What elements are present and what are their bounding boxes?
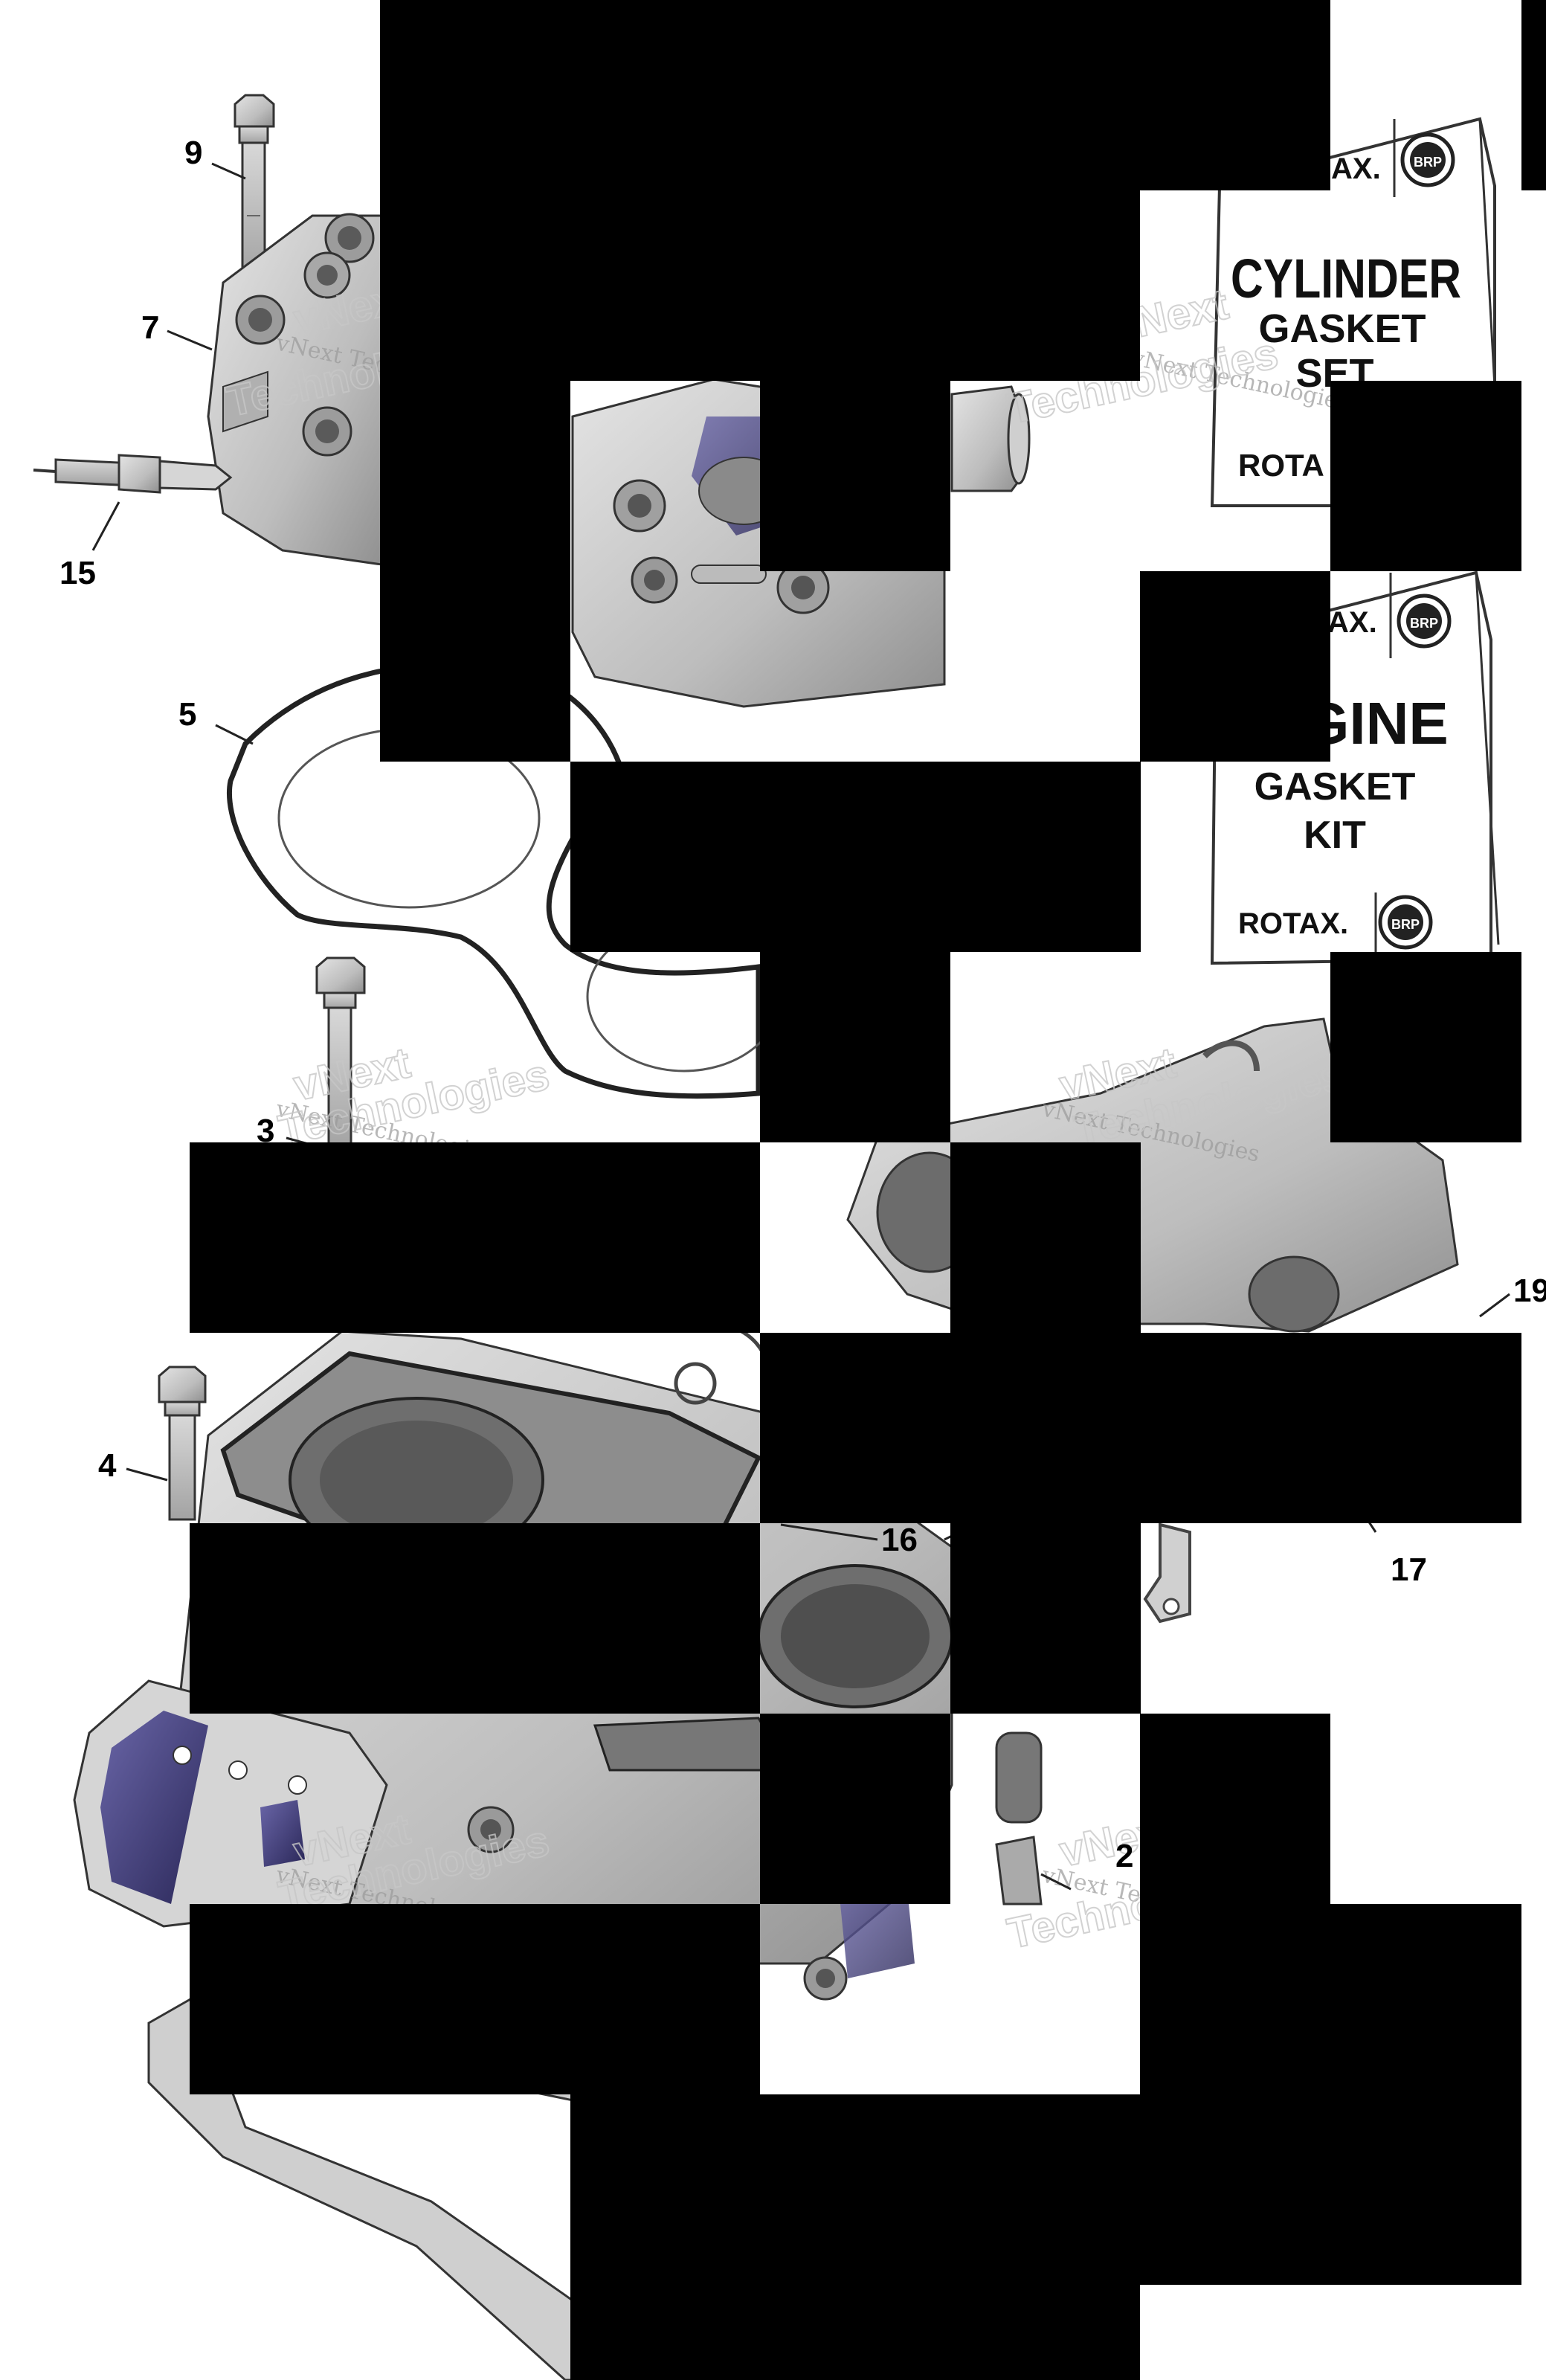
spark-plug-15 [33, 454, 233, 494]
redaction-block [1330, 952, 1521, 1142]
callout-7: 7 [141, 309, 159, 346]
brp-badge-icon: BRP [1400, 132, 1455, 187]
gasket-17 [1143, 1522, 1191, 1624]
engine-kit-badge-bottom: BRP [1391, 917, 1420, 932]
redaction-block [760, 1333, 1521, 1523]
cylinder-kit-badge: BRP [1414, 155, 1442, 170]
engine-kit-brand-bottom: ROTAX. [1238, 907, 1348, 940]
cylinder-kit-title-1: CYLINDER [1231, 248, 1461, 309]
redaction-block [950, 1142, 1141, 1333]
callout-4: 4 [98, 1447, 117, 1484]
exhaust-gasket-16 [668, 1320, 768, 1405]
callout-15: 15 [59, 555, 96, 591]
redaction-block [1140, 1904, 1521, 2285]
redaction-block [570, 2094, 1140, 2380]
redaction-block [760, 952, 950, 1142]
bolt-4 [158, 1366, 207, 1521]
callout-5: 5 [178, 696, 196, 733]
redaction-block [760, 381, 950, 571]
callout-19: 19 [1513, 1273, 1546, 1309]
redaction-block [190, 1904, 760, 2094]
redaction-block [760, 1714, 950, 1904]
water-outlet [950, 385, 1031, 492]
redaction-block [380, 190, 1140, 381]
cylinder-head-7 [207, 213, 388, 567]
callout-2: 2 [1115, 1838, 1133, 1874]
redaction-block [190, 1142, 760, 1333]
redaction-block [1140, 571, 1330, 762]
callout-17: 17 [1391, 1551, 1427, 1588]
engine-kit-title-3: KIT [1304, 814, 1366, 857]
engine-kit-badge-top: BRP [1410, 616, 1438, 631]
cylinder-kit-title-2: GASKET [1258, 306, 1426, 351]
engine-kit-title-2: GASKET [1254, 765, 1416, 808]
redaction-block [950, 1523, 1141, 1714]
redaction-block [1140, 1714, 1330, 1904]
redaction-block [570, 762, 1141, 952]
redaction-block [1521, 0, 1546, 190]
intake-plate [73, 1679, 388, 1928]
redaction-block [380, 381, 570, 762]
cylinder-kit-brand-top: AX. [1331, 152, 1381, 185]
redaction-block [190, 1523, 760, 1714]
brp-badge-icon: BRP [1397, 594, 1452, 649]
sensor-2 [995, 1731, 1043, 1905]
engine-kit-brand-top: AX. [1327, 606, 1377, 639]
redaction-block [380, 0, 1330, 190]
callout-16: 16 [881, 1522, 918, 1558]
callout-9: 9 [184, 135, 202, 171]
brp-badge-icon: BRP [1378, 895, 1433, 950]
redaction-block [1330, 381, 1521, 571]
cylinder-kit-brand-bottom: ROTA [1238, 448, 1324, 483]
redaction-masks [190, 0, 1546, 2380]
